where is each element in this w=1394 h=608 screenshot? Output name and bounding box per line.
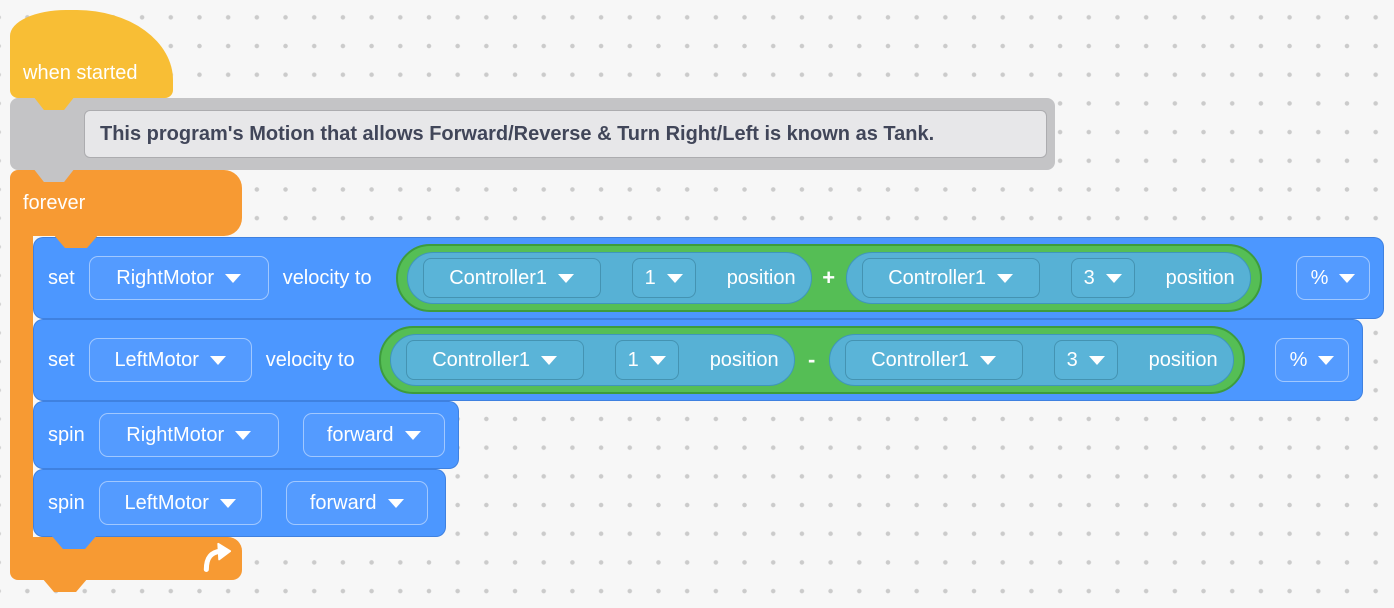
- device-dropdown[interactable]: Controller1: [422, 258, 601, 298]
- chevron-down-icon: [541, 355, 558, 365]
- forever-label: forever: [23, 191, 86, 214]
- set-velocity-left-block[interactable]: set LeftMotor velocity to Controller1 1 …: [33, 319, 1363, 401]
- motor-dropdown[interactable]: RightMotor: [98, 413, 279, 457]
- controller-position-reporter[interactable]: Controller1 1 position: [389, 334, 795, 386]
- minus-operator-label: -: [807, 347, 816, 372]
- direction-dropdown[interactable]: forward: [285, 481, 428, 525]
- controller-position-reporter[interactable]: Controller1 3 position: [845, 252, 1251, 304]
- chevron-down-icon: [235, 430, 252, 440]
- forever-block-footer[interactable]: [10, 537, 242, 580]
- comment-text[interactable]: This program's Motion that allows Forwar…: [84, 110, 1047, 158]
- set-label: set: [48, 266, 75, 289]
- when-started-block[interactable]: when started: [10, 10, 173, 98]
- position-label: position: [1148, 348, 1218, 371]
- spin-label: spin: [48, 491, 85, 514]
- chevron-down-icon: [980, 355, 997, 365]
- chevron-down-icon: [558, 273, 575, 283]
- spin-label: spin: [48, 423, 85, 446]
- axis-dropdown[interactable]: 3: [1070, 258, 1135, 298]
- position-label: position: [709, 348, 779, 371]
- chevron-down-icon: [404, 430, 421, 440]
- unit-dropdown[interactable]: %: [1296, 256, 1370, 300]
- unit-dropdown[interactable]: %: [1275, 338, 1349, 382]
- chevron-down-icon: [1088, 355, 1105, 365]
- chevron-down-icon: [997, 273, 1014, 283]
- velocity-to-label: velocity to: [265, 348, 355, 371]
- chevron-down-icon: [1318, 355, 1335, 365]
- set-velocity-right-block[interactable]: set RightMotor velocity to Controller1 1…: [33, 237, 1384, 319]
- forever-block-spine: [10, 234, 33, 540]
- controller-position-reporter[interactable]: Controller1 3 position: [828, 334, 1234, 386]
- controller-position-reporter[interactable]: Controller1 1 position: [406, 252, 812, 304]
- chevron-down-icon: [219, 498, 236, 508]
- direction-dropdown[interactable]: forward: [302, 413, 445, 457]
- subtraction-operator-block[interactable]: Controller1 1 position - Controller1 3: [378, 326, 1245, 394]
- plus-operator-label: +: [822, 265, 836, 290]
- axis-dropdown[interactable]: 3: [1053, 340, 1118, 380]
- chevron-down-icon: [387, 498, 404, 508]
- motor-dropdown[interactable]: LeftMotor: [88, 338, 252, 382]
- chevron-down-icon: [1339, 273, 1356, 283]
- velocity-to-label: velocity to: [282, 266, 372, 289]
- addition-operator-block[interactable]: Controller1 1 position + Controller1 3: [395, 244, 1262, 312]
- chevron-down-icon: [666, 273, 683, 283]
- axis-dropdown[interactable]: 1: [614, 340, 679, 380]
- spin-left-bottom-tab: [51, 535, 97, 549]
- spin-left-block[interactable]: spin LeftMotor forward: [33, 469, 446, 537]
- chevron-down-icon: [649, 355, 666, 365]
- when-started-label: when started: [23, 62, 138, 84]
- chevron-down-icon: [209, 355, 226, 365]
- axis-dropdown[interactable]: 1: [631, 258, 696, 298]
- motor-dropdown[interactable]: LeftMotor: [98, 481, 262, 525]
- forever-bottom-tab: [42, 578, 88, 592]
- chevron-down-icon: [1105, 273, 1122, 283]
- motor-dropdown[interactable]: RightMotor: [88, 256, 269, 300]
- position-label: position: [726, 266, 796, 289]
- chevron-down-icon: [225, 273, 242, 283]
- device-dropdown[interactable]: Controller1: [861, 258, 1040, 298]
- loop-arrow-icon: [203, 542, 232, 573]
- device-dropdown[interactable]: Controller1: [844, 340, 1023, 380]
- position-label: position: [1165, 266, 1235, 289]
- set-label: set: [48, 348, 75, 371]
- forever-header-tab: [53, 234, 99, 248]
- comment-bottom-tab: [33, 168, 75, 182]
- device-dropdown[interactable]: Controller1: [405, 340, 584, 380]
- spin-right-block[interactable]: spin RightMotor forward: [33, 401, 459, 469]
- hat-bottom-tab: [33, 96, 75, 110]
- comment-block[interactable]: This program's Motion that allows Forwar…: [10, 98, 1055, 170]
